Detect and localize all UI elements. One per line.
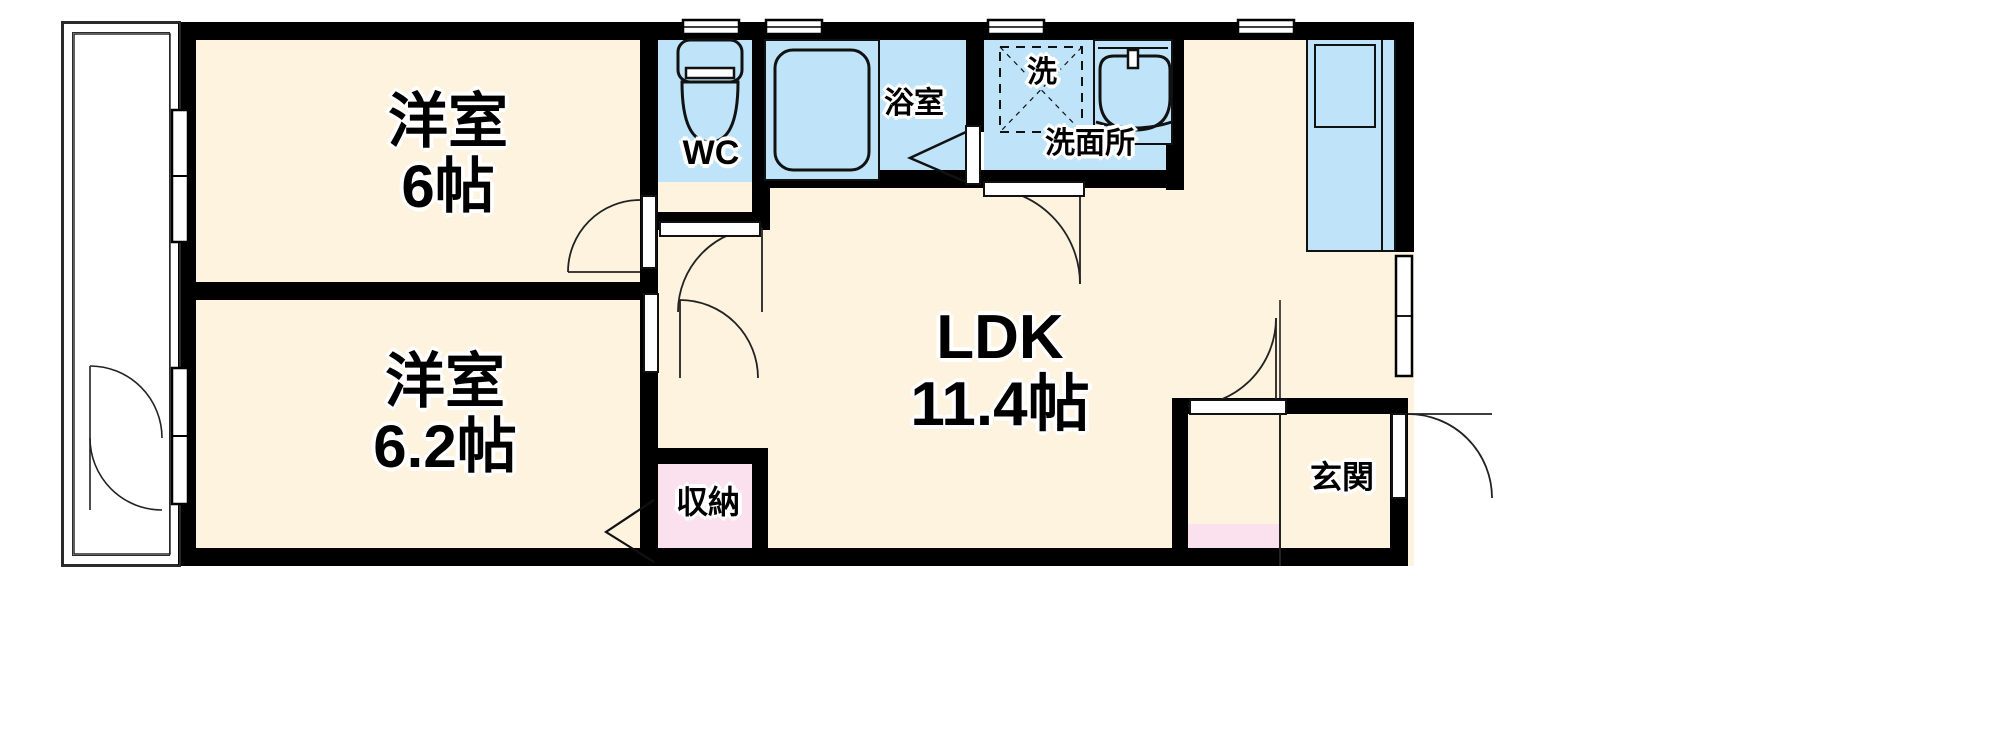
door-entrance-inner bbox=[1187, 317, 1287, 415]
balcony-inner-line bbox=[72, 32, 170, 556]
window-washroom-top bbox=[986, 18, 1046, 36]
window-wc-top bbox=[681, 18, 741, 36]
washer-space-icon bbox=[999, 46, 1083, 133]
window-bath-top bbox=[764, 18, 824, 36]
door-front-entrance bbox=[1391, 413, 1493, 499]
toilet-icon bbox=[676, 38, 744, 144]
window-bedroom-top-left bbox=[170, 108, 190, 244]
bath-folding-door bbox=[906, 125, 981, 185]
window-ldk-top bbox=[1236, 18, 1296, 36]
window-bedroom-bottom-left bbox=[170, 366, 190, 506]
vanity-sink-icon bbox=[1093, 39, 1173, 145]
wall-closet-top bbox=[640, 448, 768, 464]
room-floor-washitsu-bottom bbox=[178, 290, 658, 566]
door-closet bbox=[603, 499, 655, 563]
wall-right-outer bbox=[1396, 22, 1414, 252]
wall-between-bedrooms bbox=[178, 282, 658, 300]
door-hall-middle bbox=[643, 293, 759, 379]
wall-entrance-left bbox=[1172, 406, 1188, 566]
room-floor-washitsu-top bbox=[178, 22, 658, 290]
wall-bath-washroom-divider bbox=[966, 22, 984, 132]
wall-bottom-outer bbox=[178, 548, 1408, 566]
window-ldk-right bbox=[1394, 254, 1414, 378]
kitchen-sink-basin bbox=[1314, 44, 1376, 128]
door-washroom bbox=[983, 181, 1085, 285]
wall-closet-right bbox=[752, 448, 768, 566]
bathtub-icon bbox=[764, 39, 880, 181]
door-wc bbox=[659, 221, 763, 313]
door-bedroom-top bbox=[567, 195, 657, 273]
